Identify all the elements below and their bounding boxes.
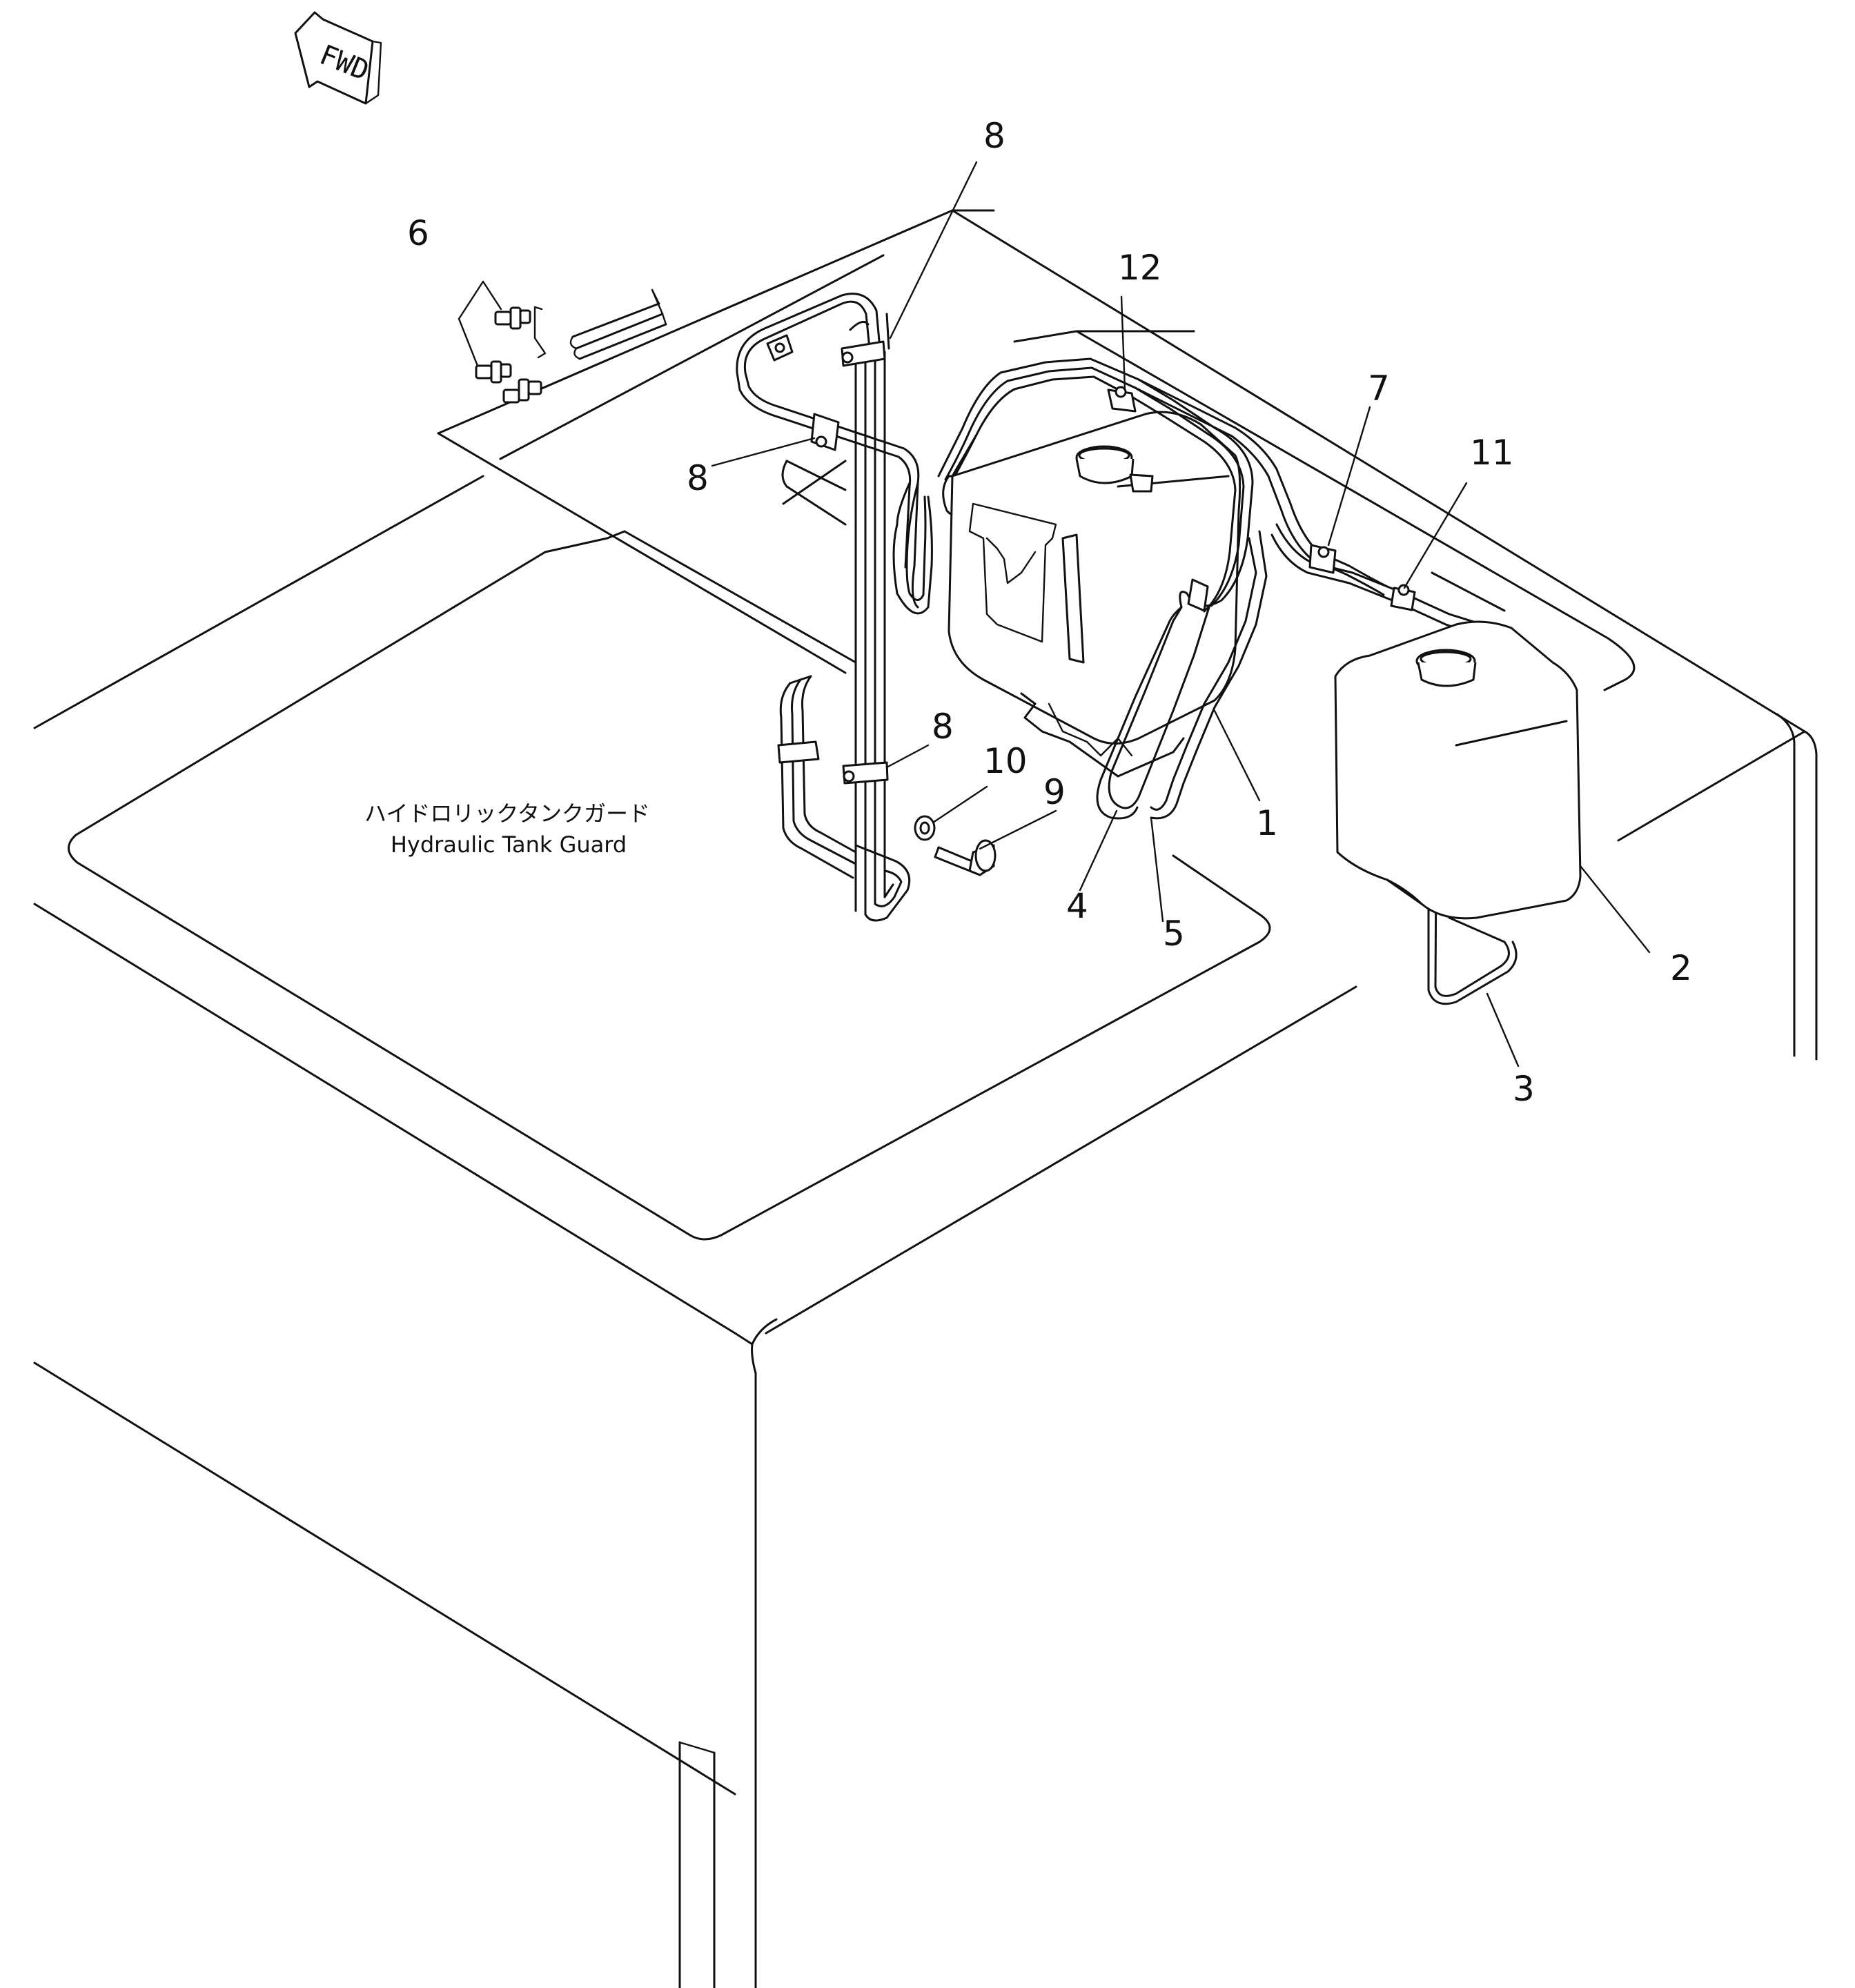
leader-lines bbox=[711, 161, 1651, 1067]
clamp-upper-left bbox=[766, 334, 794, 362]
callout-8-top: 8 bbox=[983, 116, 1005, 156]
tube-bundle-left bbox=[736, 293, 978, 922]
callout-9: 9 bbox=[1043, 772, 1066, 812]
washer-tank-secondary bbox=[1334, 620, 1582, 920]
clamp-part-12 bbox=[1107, 386, 1137, 413]
fwd-arrow: FWD bbox=[294, 11, 382, 105]
clamp-lower bbox=[842, 761, 889, 785]
clamp-part-11 bbox=[1390, 584, 1416, 611]
callout-8-lower: 8 bbox=[932, 707, 954, 747]
fittings-part-6 bbox=[458, 280, 667, 404]
washer-tank-main bbox=[942, 411, 1241, 778]
callout-3: 3 bbox=[1513, 1069, 1535, 1109]
caption-english: Hydraulic Tank Guard bbox=[391, 831, 627, 858]
callout-12: 12 bbox=[1118, 248, 1162, 288]
callout-2: 2 bbox=[1670, 948, 1692, 988]
callout-7: 7 bbox=[1368, 368, 1390, 409]
callout-labels: 8 6 12 7 11 8 8 10 9 1 4 5 2 3 bbox=[407, 116, 1692, 1109]
clamp-part-7 bbox=[1308, 544, 1337, 574]
bolt-part-9 bbox=[934, 839, 997, 876]
fwd-label: FWD bbox=[315, 39, 373, 88]
clamp-bundle-left bbox=[777, 740, 820, 764]
clamp-middle bbox=[810, 413, 840, 451]
callout-10: 10 bbox=[983, 741, 1028, 781]
washer-part-10 bbox=[914, 815, 936, 841]
caption-japanese: ハイドロリックタンクガード bbox=[364, 800, 650, 827]
fitting-a bbox=[494, 306, 531, 330]
tank-guard-plates bbox=[68, 209, 1636, 1241]
fitting-b bbox=[475, 360, 512, 384]
callout-11: 11 bbox=[1470, 433, 1514, 473]
clamp-upper-right bbox=[841, 340, 886, 367]
fitting-c bbox=[502, 378, 542, 404]
callout-5: 5 bbox=[1163, 914, 1185, 954]
tube-routing-center bbox=[951, 357, 1388, 820]
callout-6: 6 bbox=[407, 213, 429, 253]
callout-4: 4 bbox=[1066, 886, 1088, 926]
machine-body bbox=[33, 209, 1818, 1988]
guard-caption: ハイドロリックタンクガード Hydraulic Tank Guard bbox=[364, 800, 650, 858]
callout-8-left: 8 bbox=[687, 458, 709, 498]
callout-1: 1 bbox=[1256, 803, 1278, 843]
